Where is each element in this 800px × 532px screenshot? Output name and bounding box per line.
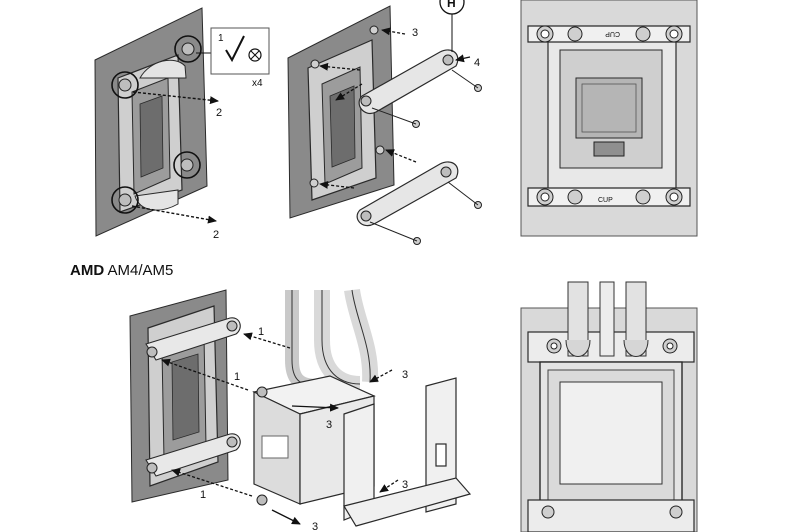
screw-circle-bottom-left [111, 186, 139, 214]
cpu-chip [575, 77, 643, 139]
screw-circle-bottom-right [173, 151, 201, 179]
tube-center [599, 281, 615, 357]
letter-H: H [447, 0, 456, 10]
label-2a: 2 [216, 107, 222, 119]
cup-mark-top: CUP [605, 30, 620, 37]
arrow-2b [131, 205, 217, 224]
label-3: 3 [412, 27, 418, 39]
label-1b: 1 [234, 371, 240, 383]
label-2b: 2 [213, 229, 219, 241]
figure-3-top-view: CUP CUP [520, 0, 698, 237]
hole-letter-badge: H [439, 0, 465, 52]
screw-circle-top-right [174, 35, 202, 63]
label-1c: 1 [200, 489, 206, 501]
socket-core [139, 95, 164, 178]
arrow-2a [132, 91, 219, 105]
label-3a: 3 [402, 369, 408, 381]
figure-2-bracket-install: 3 4 H [287, 0, 482, 245]
bracket-bottom-5 [527, 499, 695, 532]
label-1a: 1 [258, 326, 264, 338]
cup-mark-bottom: CUP [598, 197, 613, 204]
pump-cap [559, 381, 663, 485]
figure-4-pump-install: 1 1 1 3 3 3 3 [129, 288, 472, 532]
label-3b: 3 [326, 419, 332, 431]
label-3d: 3 [312, 521, 318, 532]
top-lug [139, 59, 187, 79]
mount-screws [309, 25, 482, 245]
label-3c: 3 [402, 479, 408, 491]
bottom-mounting-bracket [356, 161, 459, 227]
clip-frame [343, 377, 472, 527]
heading-socket: AM4/AM5 [107, 262, 174, 279]
check-icon [225, 35, 245, 63]
figure-1-backplate-removal: 2 2 1 x4 [94, 7, 270, 241]
heading-brand: AMD [70, 262, 105, 279]
label-x4: x4 [252, 78, 263, 89]
bracket-top [527, 25, 691, 43]
screw-x-icon [248, 48, 262, 62]
label-1-check: 1 [218, 33, 224, 44]
label-4: 4 [474, 57, 480, 69]
bracket-bottom [527, 187, 691, 207]
pump-block [252, 375, 376, 505]
top-mounting-bracket [358, 49, 459, 114]
figure-5-installed-view [520, 281, 698, 532]
screw-circle-top-left [111, 71, 139, 99]
section-heading: AMD AM4/AM5 [70, 262, 173, 279]
check-callout-box: 1 [210, 27, 270, 75]
